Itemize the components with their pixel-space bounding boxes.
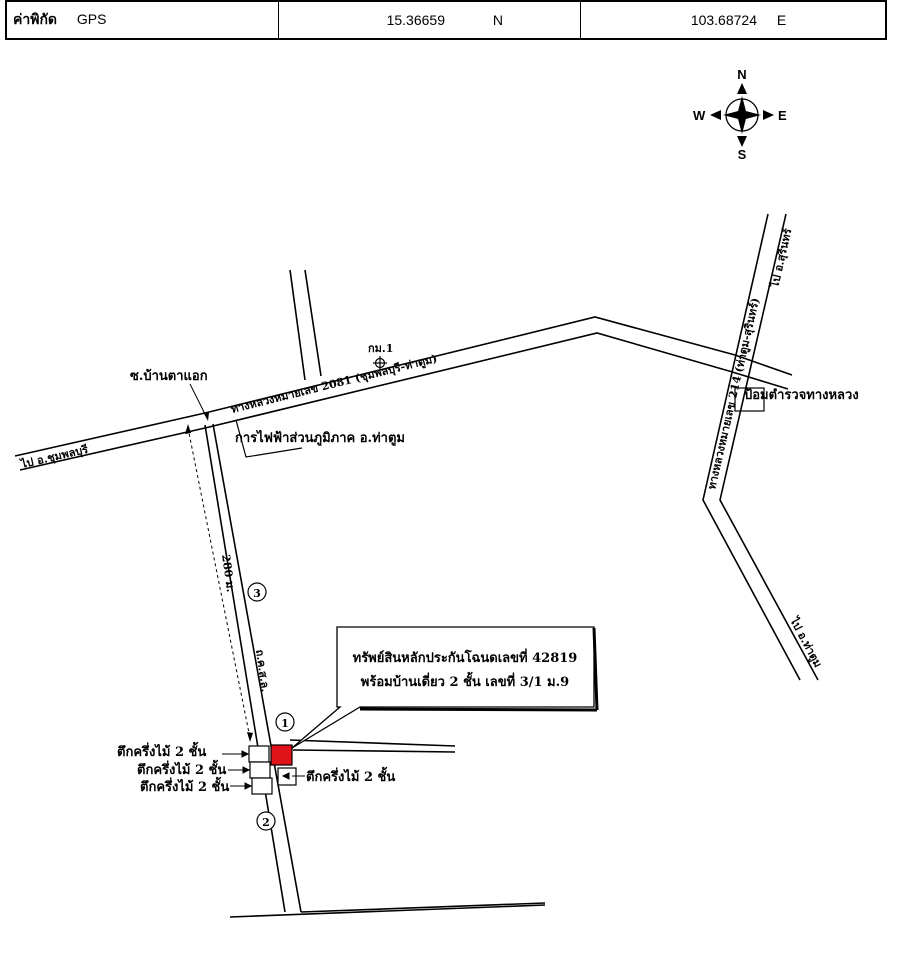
callout-deed-text: ทรัพย์สินหลักประกันโฉนดเลขที่ 42819 (353, 648, 578, 666)
building-3-label: ตึกครึ่งไม้ 2 ชั้น (140, 776, 229, 795)
pea-office-label: การไฟฟ้าส่วนภูมิภาค อ.ท่าตูม (235, 429, 405, 446)
gps-latitude-cell: 15.36659 N (278, 0, 581, 40)
marker-3: 3 (247, 582, 267, 602)
soi-name-arrow (203, 412, 209, 421)
marker-2-label: 2 (262, 816, 270, 829)
callout-house-text: พร้อมบ้านเดี่ยว 2 ชั้น เลขที่ 3/1 ม.9 (361, 671, 569, 690)
soi-ban-ta-aek-road (204, 423, 302, 913)
lane-width-label: ถ.ค.ส.ล. (253, 649, 272, 693)
highway-214-road (702, 213, 819, 681)
pea-office-building (235, 419, 303, 458)
building-right-label: ตึกครึ่งไม้ 2 ชั้น (306, 766, 395, 785)
compass-west-label: W (693, 108, 706, 123)
building-pointer-arrows (222, 750, 305, 790)
highway-2081-label: ทางหลวงหมายเลข 2081 (ชุมพลบุรี-ท่าตูม) (230, 352, 439, 417)
marker-3-label: 3 (253, 587, 261, 600)
marker-1: 1 (275, 712, 295, 732)
gps-latitude-value: 15.36659 (386, 12, 445, 28)
compass-east-label: E (778, 108, 787, 123)
police-box-label: ป้อมตำรวจทางหลวง (744, 387, 859, 403)
km-marker-icon (373, 356, 387, 370)
marker-2: 2 (256, 811, 276, 831)
highway-2081-road (14, 316, 793, 471)
compass-rose-icon: N S E W (693, 67, 787, 162)
km-marker-label: กม.1 (368, 342, 393, 355)
gps-longitude-cell: 103.68724 E (580, 0, 887, 40)
gps-longitude-direction: E (776, 12, 787, 28)
compass-north-label: N (737, 67, 746, 82)
gps-longitude-value: 103.68724 (690, 12, 757, 28)
to-tha-tum-label: ไป อ.ท่าตูม (786, 613, 826, 670)
compass-south-label: S (738, 147, 747, 162)
southern-cross-road (229, 902, 546, 918)
gps-label-english: GPS (76, 11, 107, 27)
soi-name-label: ซ.บ้านตาแอก (130, 368, 208, 384)
distance-dimension-line (185, 424, 253, 742)
property-callout: ทรัพย์สินหลักประกันโฉนดเลขที่ 42819 พร้อ… (291, 626, 599, 749)
gps-label-cell: ค่าพิกัด GPS (5, 0, 279, 40)
gps-coordinate-table: ค่าพิกัด GPS 15.36659 N 103.68724 E (5, 0, 887, 40)
northern-side-road (289, 269, 322, 381)
gps-latitude-direction: N (492, 12, 504, 28)
property-parcel (270, 744, 293, 766)
building-1-label: ตึกครึ่งไม้ 2 ชั้น (117, 741, 206, 760)
west-buildings (248, 745, 273, 795)
building-2-label: ตึกครึ่งไม้ 2 ชั้น (137, 759, 226, 778)
branch-road-east (289, 739, 456, 753)
marker-1-label: 1 (281, 717, 289, 730)
to-surin-label: ไป อ.สุรินทร์ (767, 227, 796, 291)
police-box-building (734, 387, 765, 412)
distance-label: 280 ม. (219, 554, 237, 593)
gps-label-thai: ค่าพิกัด (13, 11, 58, 27)
